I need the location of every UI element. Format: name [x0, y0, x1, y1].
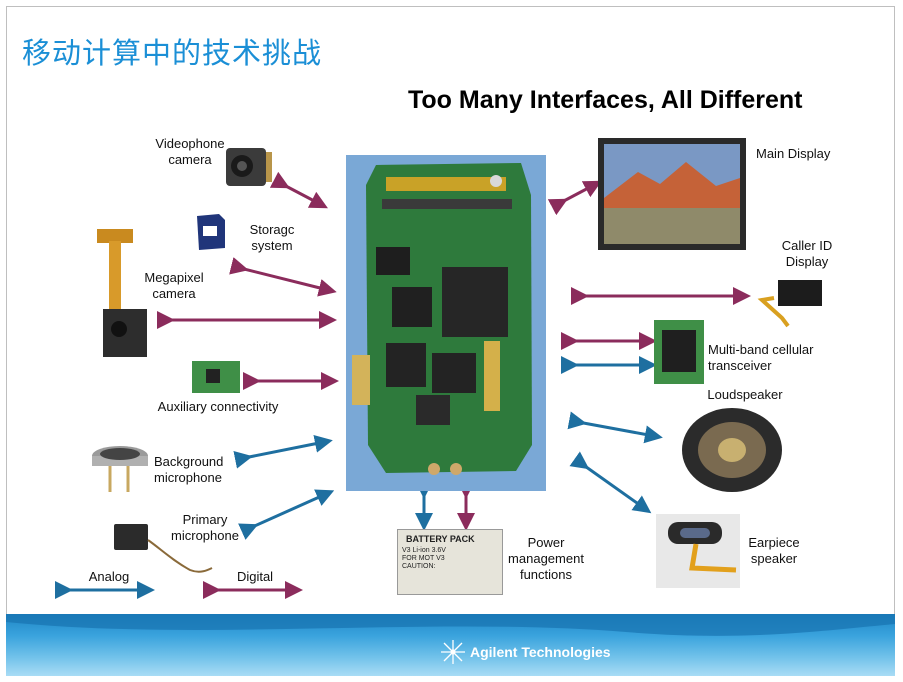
storage-label: Storagc system [249, 222, 295, 253]
footer-bar [6, 614, 895, 676]
loudspeaker-image [682, 408, 782, 492]
battery-line-3: CAUTION: [402, 563, 436, 570]
battery-line-1: V3 Li-ion 3.6V [402, 547, 446, 554]
caller-id-display-image [757, 280, 822, 328]
main-display-label: Main Display [756, 146, 831, 161]
megapixel-label: Megapixel camera [144, 270, 204, 301]
analog-label: Analog [88, 569, 130, 584]
videophone-label: Videophone camera [155, 136, 225, 167]
power-label: Power management functions [508, 535, 584, 582]
slide-subtitle: Too Many Interfaces, All Different [408, 86, 803, 114]
loudspeaker-label: Loudspeaker [707, 387, 783, 402]
auxiliary-label: Auxiliary connectivity [157, 399, 279, 414]
megapixel-camera-image [97, 229, 147, 357]
arrow-earpiece [569, 451, 652, 514]
arrow-background-mic [233, 434, 333, 469]
transceiver-chip-image [654, 320, 704, 384]
battery-pack: BATTERY PACK V3 Li-ion 3.6V FOR MOT V3 C… [397, 529, 503, 595]
phone-circuit-board [346, 155, 546, 491]
arrow-main-display [547, 180, 602, 216]
caller-id-label: Caller ID Display [781, 238, 833, 269]
digital-label: Digital [236, 569, 274, 584]
auxiliary-module-image [192, 361, 240, 393]
videophone-camera-image [226, 148, 272, 186]
primary-mic-label: Primary microphone [171, 512, 239, 543]
arrow-loudspeaker [567, 411, 663, 444]
sd-card-image [197, 214, 225, 250]
primary-mic-image [114, 524, 213, 573]
earpiece-label: Earpiece speaker [748, 535, 800, 566]
earpiece-image [656, 514, 740, 588]
agilent-brand: Agilent Technologies [470, 644, 611, 660]
arrow-primary-mic [238, 489, 335, 540]
transceiver-label: Multi-band cellular transceiver [708, 342, 814, 373]
battery-line-2: FOR MOT V3 [402, 555, 445, 562]
arrow-videophone [269, 171, 328, 209]
battery-header: BATTERY PACK [406, 534, 475, 544]
background-mic-image [92, 446, 148, 492]
arrow-storage [229, 257, 337, 297]
agilent-spark-icon [441, 640, 465, 664]
slide-title: 移动计算中的技术挑战 [22, 36, 323, 70]
main-display-image [598, 138, 746, 250]
background-mic-label: Background microphone [154, 454, 224, 485]
footer-wave [6, 614, 895, 636]
